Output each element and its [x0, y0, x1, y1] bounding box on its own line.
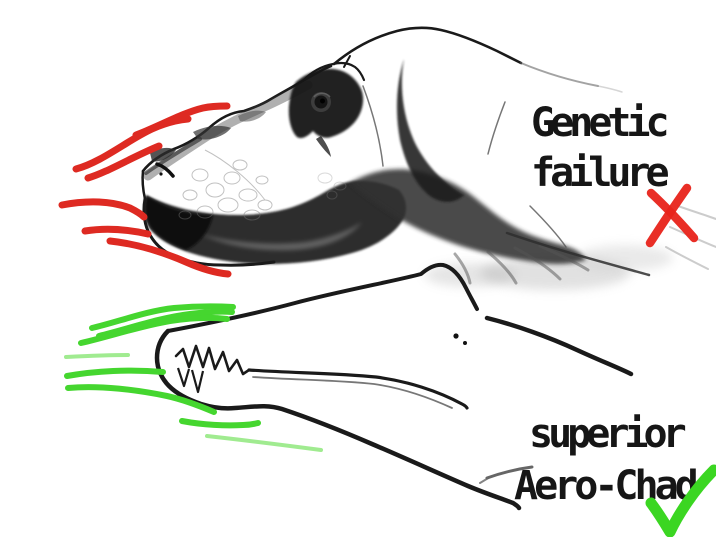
nostril-dot [159, 172, 163, 176]
snout-shading [143, 80, 313, 181]
jaw-highlight [200, 222, 362, 251]
red-airflow-lines [58, 102, 232, 278]
cheek-scales [317, 172, 347, 200]
aero-neck-sketch-tick [479, 476, 491, 484]
eye-pupil [320, 98, 325, 104]
aero-eye-dot [453, 333, 459, 339]
skin-creases [362, 85, 567, 248]
snout-patch [150, 147, 176, 162]
aero-snout-top-outline [166, 262, 479, 333]
aero-nostril-dot [463, 341, 467, 345]
nostril [155, 162, 175, 178]
red-x-icon [645, 183, 699, 248]
aero-head-drawing [154, 262, 634, 511]
eye-glint [313, 92, 331, 98]
aero-neck-sketch-line [485, 465, 534, 480]
snout-patch [193, 125, 231, 140]
skull-outline-fade [520, 62, 599, 87]
snout-shading-dark [144, 137, 202, 175]
head-back-shading [396, 59, 464, 202]
neck-streaks [453, 244, 590, 285]
throat-line [505, 231, 651, 277]
snout-scales [178, 149, 273, 221]
aero-fangs [176, 367, 205, 394]
skull-outline-fade2 [597, 85, 623, 93]
trex-skull-outline [332, 26, 523, 66]
aero-mouth-line [247, 368, 469, 410]
green-check-icon [645, 464, 716, 537]
trex-snout-front [141, 169, 147, 201]
green-airflow-lines [64, 303, 323, 452]
aero-jaw-outline [154, 328, 522, 511]
aero-teeth-zigzag [174, 344, 251, 376]
trex-head-drawing [141, 26, 716, 290]
top-caption-line1: Genetic [531, 100, 670, 146]
top-caption-line2: failure [531, 150, 670, 196]
aero-neck-top-outline [484, 315, 634, 377]
bottom-caption-line2: Aero-Chad [514, 463, 699, 509]
bottom-caption-line1: superior [529, 411, 687, 457]
brow-tick [343, 55, 351, 68]
aero-mouth-line-thin [252, 376, 453, 409]
eye-patch-jag [316, 136, 331, 157]
snout-patch [238, 110, 266, 122]
neck-smudge [577, 245, 673, 271]
chin-smudge [425, 263, 515, 287]
jaw-shading [143, 180, 407, 264]
jaw-dark-core [145, 196, 213, 250]
